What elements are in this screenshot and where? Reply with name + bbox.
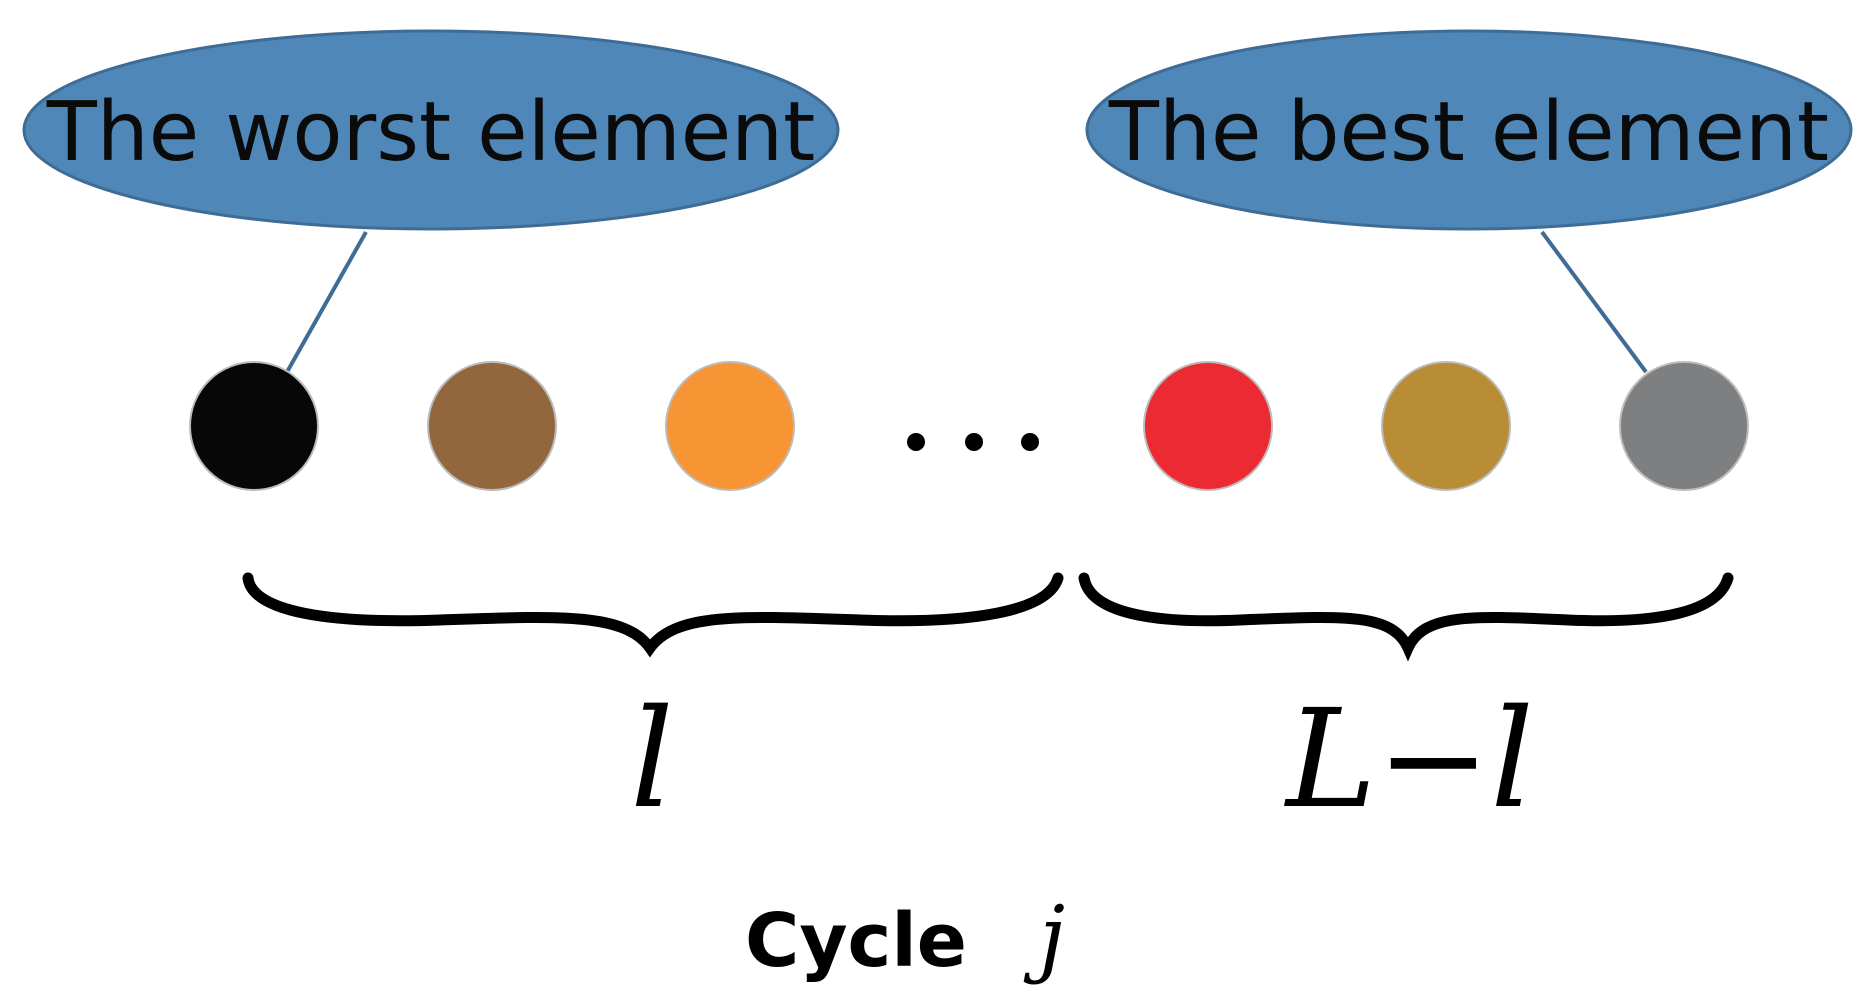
best-element-callout: The best element bbox=[1085, 29, 1853, 231]
element-circle bbox=[1381, 361, 1511, 491]
element-circle bbox=[665, 361, 795, 491]
element-circle bbox=[1143, 361, 1273, 491]
left-group-brace bbox=[242, 572, 1064, 658]
ellipsis-dot bbox=[907, 433, 925, 451]
caption-index: j bbox=[1023, 888, 1065, 986]
cycle-caption: Cycle j bbox=[745, 888, 1065, 986]
element-row bbox=[189, 361, 1749, 491]
right-group-brace bbox=[1078, 572, 1734, 662]
worst-leader-line bbox=[285, 231, 368, 373]
best-callout-ellipse bbox=[1085, 29, 1853, 231]
best-element-circle bbox=[1619, 361, 1749, 491]
worst-element-circle bbox=[189, 361, 319, 491]
element-circle bbox=[427, 361, 557, 491]
worst-callout-ellipse bbox=[22, 29, 840, 231]
ellipsis-dots: … bbox=[907, 433, 1039, 451]
worst-element-callout: The worst element bbox=[22, 29, 840, 231]
best-callout-label: The best element bbox=[1108, 85, 1829, 180]
right-group-label: L−l bbox=[1283, 681, 1534, 839]
worst-callout-label: The worst element bbox=[46, 85, 816, 180]
caption-word: Cycle bbox=[745, 898, 967, 984]
best-leader-line bbox=[1540, 230, 1648, 374]
ellipsis-dot bbox=[965, 433, 983, 451]
left-group-label: l bbox=[630, 681, 674, 839]
ellipsis-dot bbox=[1021, 433, 1039, 451]
